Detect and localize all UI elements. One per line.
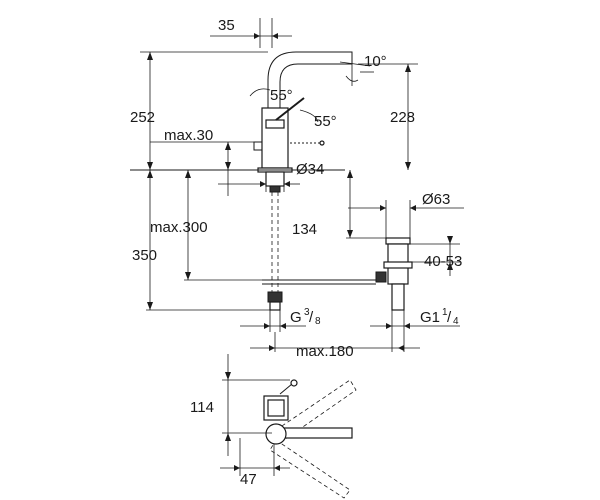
dim-max300: max.300 [150,219,208,236]
dim-g114-num: 1 [442,307,448,318]
dim-dia34: Ø34 [296,161,324,178]
dim-g38-slash: / [309,309,314,326]
dim-40-53: 40-53 [424,253,462,270]
dim-228: 228 [390,109,415,126]
faucet-top-view [263,379,357,499]
dim-dia63: Ø63 [422,191,450,208]
dim-55a: 55° [270,87,293,104]
dim-10deg: 10° [364,53,387,70]
dim-350: 350 [132,247,157,264]
dim-g38-num: 3 [304,307,310,318]
dim-252: 252 [130,109,155,126]
faucet-side-view [253,51,353,311]
dim-max30: max.30 [164,127,213,144]
drain-assembly [262,237,413,311]
dim-g114-slash: / [447,309,452,326]
dim-g38-main: G [290,309,302,326]
dim-114: 114 [190,399,214,416]
dim-g114-den: 4 [453,316,459,327]
dim-g114-main: G1 [420,309,440,326]
dim-g38-den: 8 [315,316,321,327]
dim-47: 47 [240,471,257,488]
dim-55b: 55° [314,113,337,130]
dim-max180: max.180 [296,343,354,360]
dim-134: 134 [292,221,317,238]
dim-35: 35 [218,17,235,34]
